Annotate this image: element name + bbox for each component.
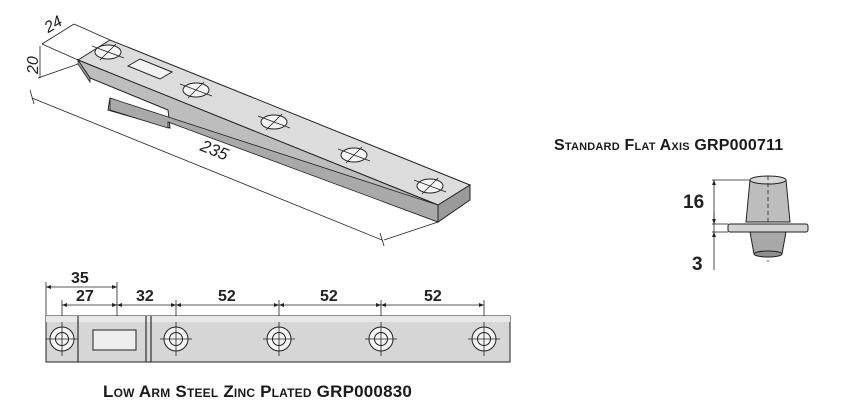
axis-dim-shaft: 16 bbox=[683, 192, 704, 213]
flat-hole bbox=[46, 322, 78, 356]
flat-hole bbox=[365, 322, 397, 356]
flat-dim-32: 32 bbox=[136, 288, 154, 305]
flat-hole bbox=[468, 322, 500, 356]
iso-arm-left-face bbox=[77, 58, 91, 84]
flat-hole bbox=[160, 322, 192, 356]
flat-dim-35: 35 bbox=[71, 270, 89, 287]
iso-dim-height: 20 bbox=[25, 56, 42, 75]
axis-dimension-lines bbox=[712, 179, 750, 270]
axis-title: Standard Flat Axis GRP000711 bbox=[554, 137, 783, 154]
iso-dimension-lines bbox=[29, 23, 439, 247]
iso-arm-slot bbox=[126, 58, 174, 80]
flat-dimension-lines bbox=[46, 285, 484, 307]
flat-dim-52b: 52 bbox=[320, 288, 338, 305]
flat-dim-52c: 52 bbox=[424, 288, 442, 305]
iso-arm-holes bbox=[91, 43, 447, 195]
flat-dim-27: 27 bbox=[76, 288, 94, 305]
axis-flange bbox=[727, 223, 809, 233]
axis-view: Standard Flat Axis GRP000711 16 3 bbox=[554, 137, 809, 275]
iso-arm-view: 24 20 235 bbox=[25, 13, 472, 247]
axis-dim-flange: 3 bbox=[692, 254, 703, 275]
flat-dim-52a: 52 bbox=[218, 288, 236, 305]
flat-arm-holes bbox=[46, 322, 500, 356]
flat-arm-view: 35 27 32 52 52 52 bbox=[45, 270, 511, 401]
flat-arm-bar-shade bbox=[46, 316, 510, 322]
axis-bottom-cap bbox=[753, 250, 783, 258]
flat-arm-caption: Low Arm Steel Zinc Plated GRP000830 bbox=[103, 382, 412, 401]
iso-arm-end-face bbox=[437, 184, 471, 223]
flat-extension-lines bbox=[45, 282, 485, 316]
flat-hole bbox=[263, 322, 295, 356]
iso-dim-width: 24 bbox=[41, 13, 66, 37]
flat-arm-slot bbox=[92, 329, 137, 351]
